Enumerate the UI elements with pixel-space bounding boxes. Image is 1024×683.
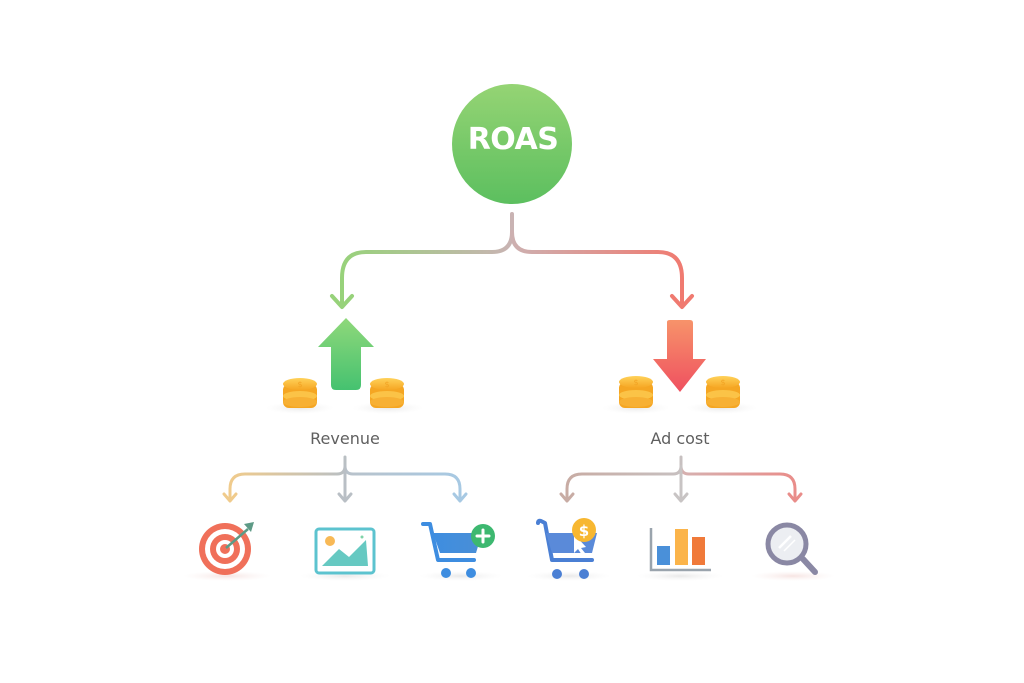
connector-to-target xyxy=(228,455,347,502)
arrowhead xyxy=(337,492,353,503)
coin-stack-icon: $ xyxy=(619,376,653,408)
bar-chart-icon xyxy=(649,528,711,572)
revenue-connectors xyxy=(222,455,468,503)
icon-shadow xyxy=(527,571,611,581)
magnifier-icon xyxy=(765,522,818,575)
arrowhead-revenue xyxy=(330,294,354,309)
image-ad-icon xyxy=(314,527,376,575)
icon-shadow xyxy=(419,571,503,581)
arrowhead xyxy=(673,492,689,503)
arrowhead xyxy=(559,492,575,503)
icon-shadow xyxy=(751,571,835,581)
add-to-cart-icon xyxy=(421,522,495,578)
up-arrow-icon xyxy=(318,318,374,390)
svg-text:$: $ xyxy=(384,380,389,389)
connector-to-cart-add xyxy=(343,464,462,502)
connector-to-revenue xyxy=(340,212,514,308)
icon-shadow xyxy=(183,571,271,581)
down-arrow-icon xyxy=(653,320,706,392)
roas-node xyxy=(452,84,572,204)
revenue-label: Revenue xyxy=(310,429,380,448)
svg-text:$: $ xyxy=(297,380,302,389)
cart-click-cost-icon: $ xyxy=(536,518,597,579)
arrowhead-ad-cost xyxy=(670,294,694,309)
revenue-group: $ $ xyxy=(266,318,424,414)
roas-label: ROAS xyxy=(467,122,559,157)
arrowhead xyxy=(452,492,468,503)
dollar-badge-icon xyxy=(572,518,596,542)
roas-circle xyxy=(452,84,572,204)
svg-text:$: $ xyxy=(720,378,725,387)
coin-stack-icon: $ xyxy=(370,378,404,408)
connector-to-search xyxy=(679,464,797,502)
target-icon xyxy=(199,522,254,575)
ad-cost-group: $ $ xyxy=(602,320,758,414)
coin-stack-icon: $ xyxy=(706,376,740,408)
icon-shadow xyxy=(636,571,724,581)
ad-cost-label: Ad cost xyxy=(650,429,710,448)
arrowhead xyxy=(787,492,803,503)
svg-text:$: $ xyxy=(579,522,589,540)
svg-text:$: $ xyxy=(633,378,638,387)
arrowhead xyxy=(222,492,238,503)
ad-cost-connectors xyxy=(559,455,803,503)
coin-stack-icon: $ xyxy=(283,378,317,408)
root-connector xyxy=(330,212,694,309)
connector-to-ad-cost xyxy=(510,230,684,308)
connector-to-cart-cost xyxy=(565,455,683,502)
